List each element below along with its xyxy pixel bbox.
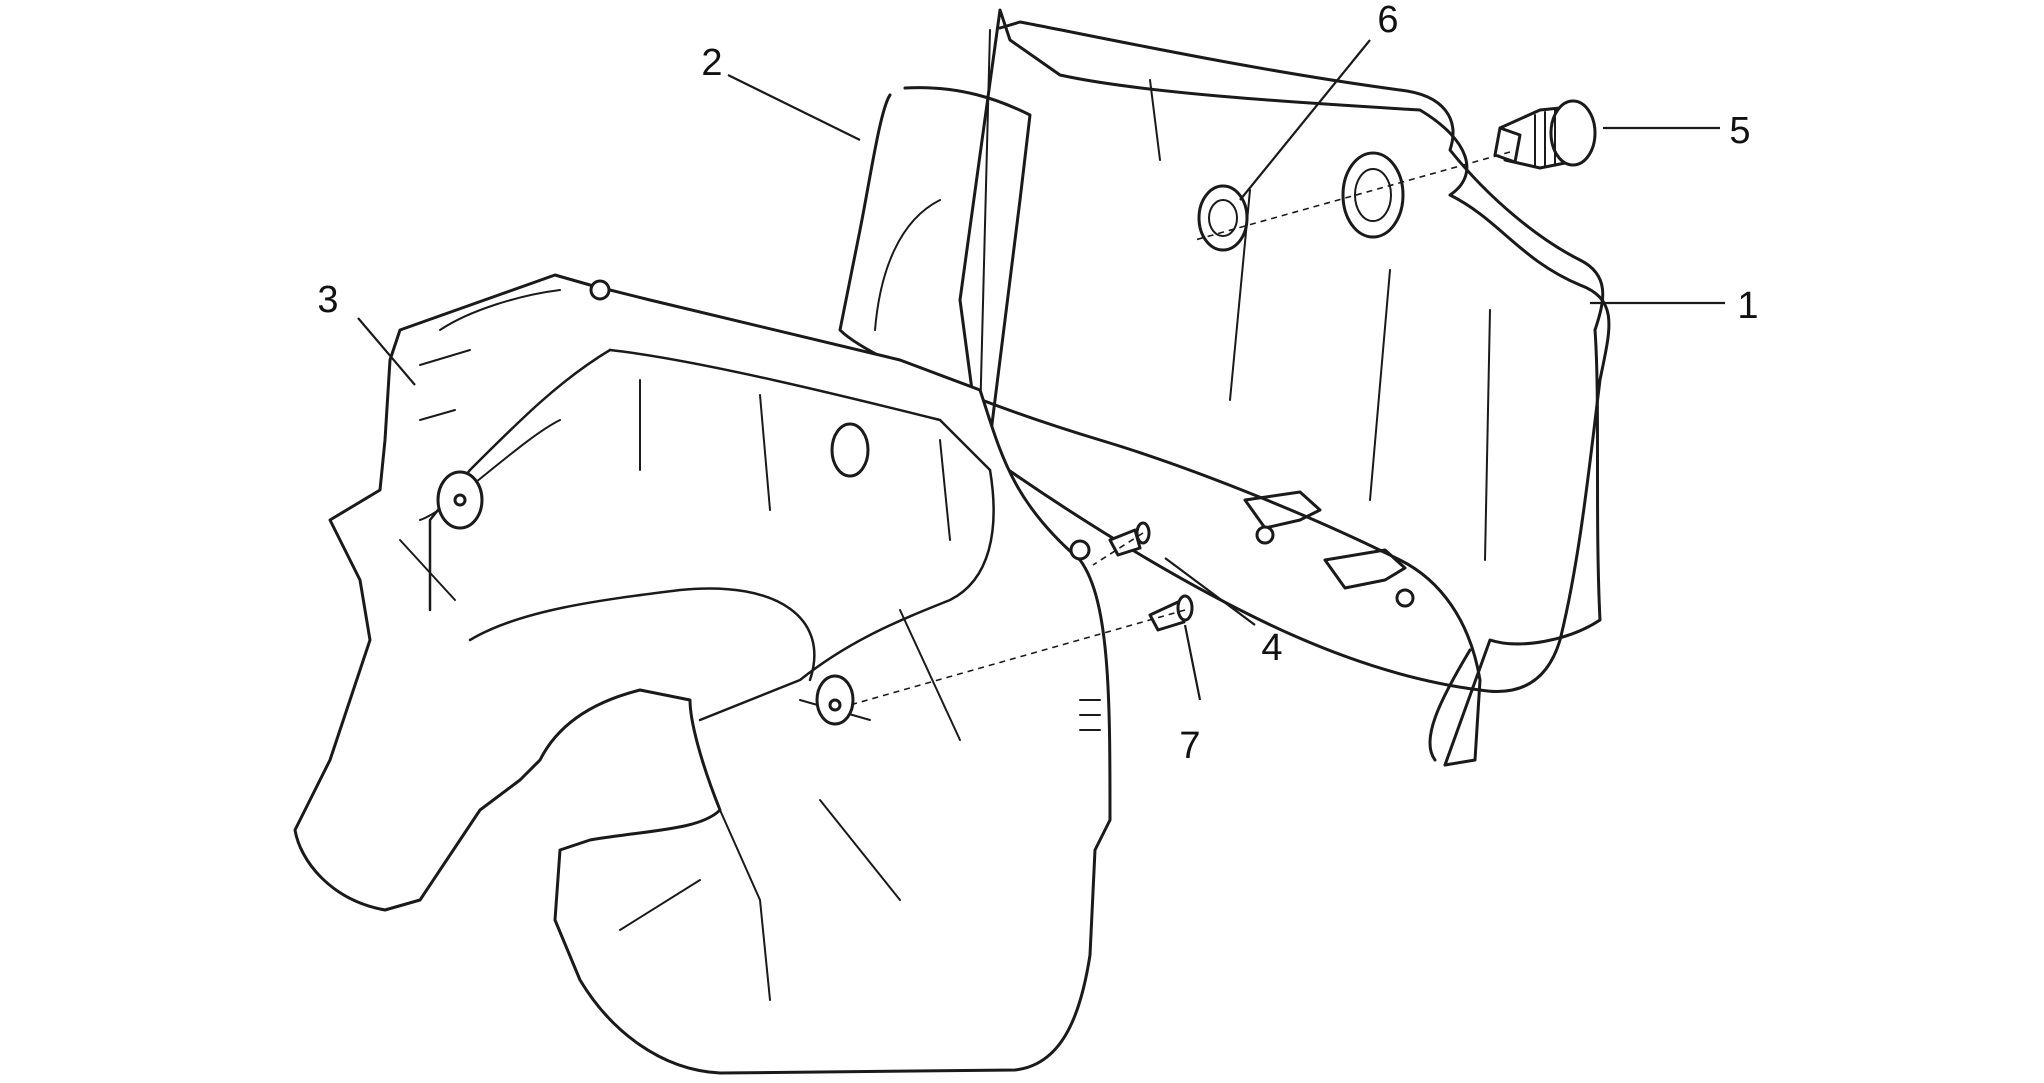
part-4-screw [1108, 521, 1151, 557]
part-5-lock-cylinder [1493, 99, 1597, 170]
callout-2: 2 [701, 42, 722, 84]
leader-lines [357, 39, 1725, 701]
part-6-nut [1197, 184, 1249, 252]
part-3-underseat-tray [293, 273, 1112, 1075]
assembly-lines [849, 151, 1511, 706]
callout-1: 1 [1737, 285, 1758, 327]
callout-7: 7 [1179, 725, 1200, 767]
callout-5: 5 [1729, 110, 1750, 152]
callout-3: 3 [317, 279, 338, 321]
callout-6: 6 [1377, 0, 1398, 41]
callout-4: 4 [1261, 627, 1282, 669]
part-7-screw [1148, 594, 1194, 632]
part-1-cover-panel [958, 8, 1611, 694]
callout-labels: 1 2 3 4 5 6 7 [317, 0, 1758, 767]
part-2-seal-gasket [838, 20, 1605, 767]
